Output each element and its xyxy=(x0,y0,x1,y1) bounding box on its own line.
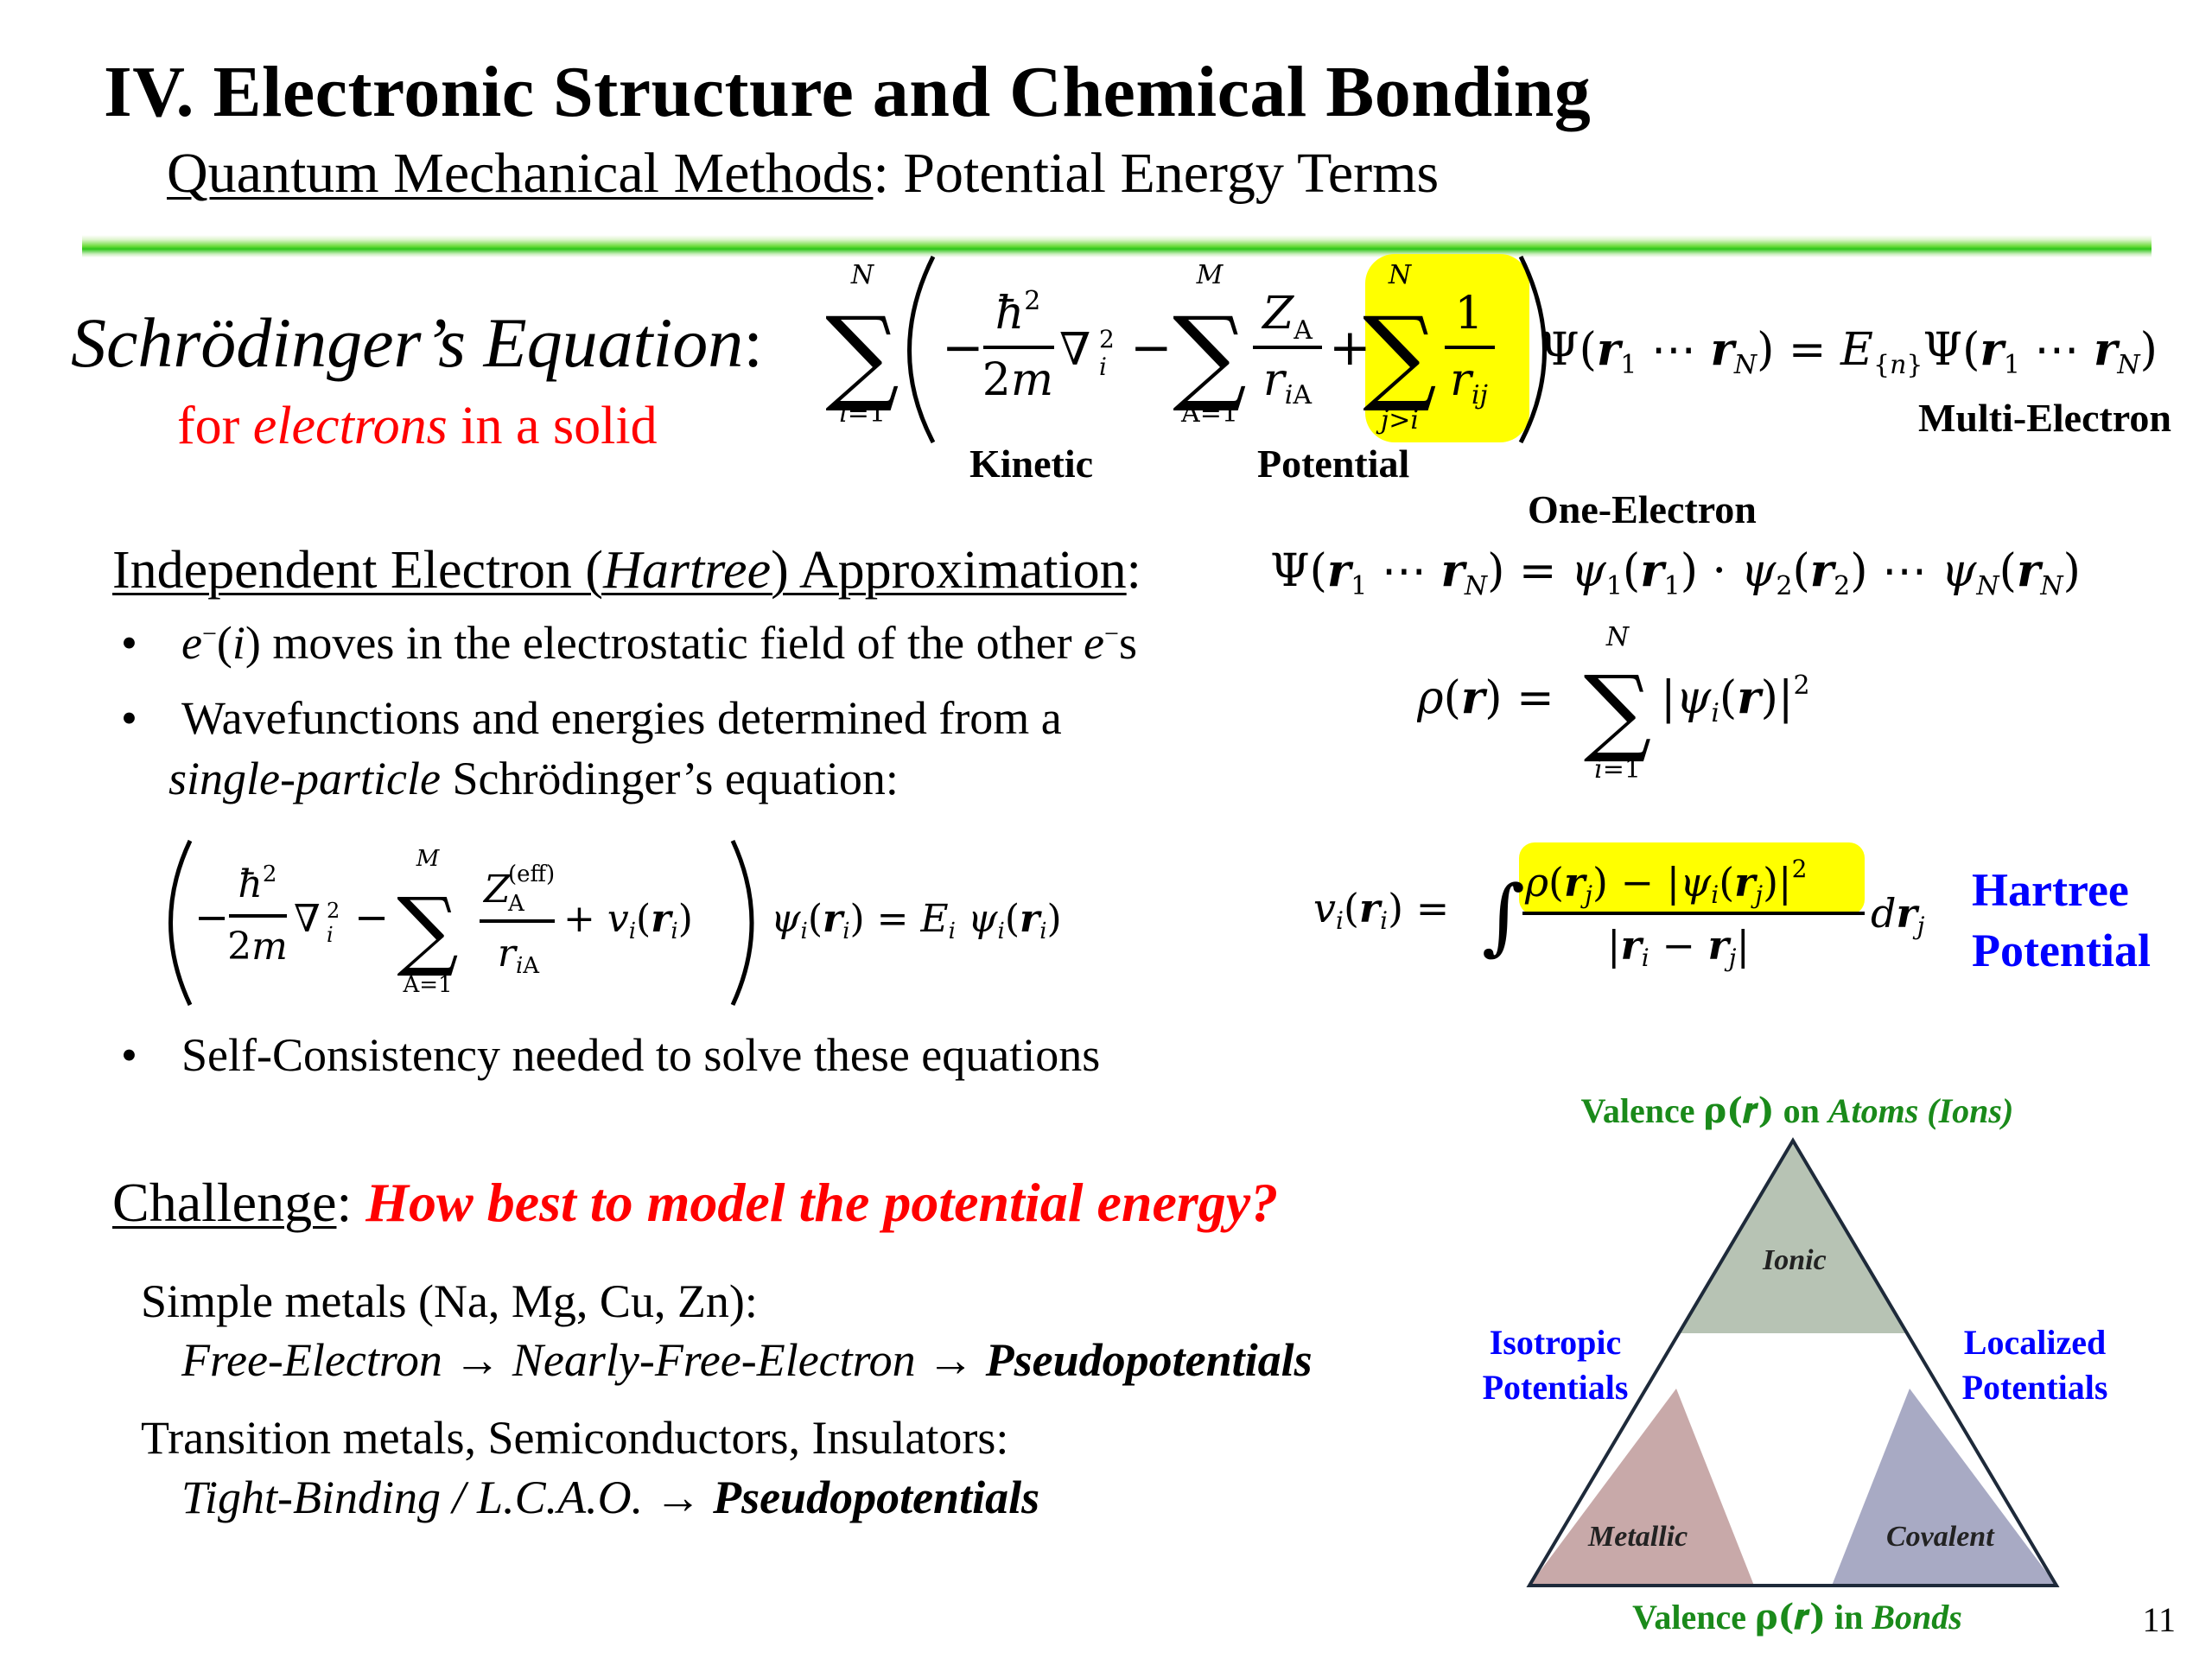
svg-text:drj: drj xyxy=(1871,890,1925,940)
triangle-outline xyxy=(1526,1137,2060,1587)
multi-electron-equation: N ∑ i=1 − ħ2 2m ∇ 2 i − M ∑ A=1 ZA riA +… xyxy=(825,254,2158,444)
svg-text:∑: ∑ xyxy=(1584,655,1652,766)
svg-text:−: − xyxy=(942,318,984,377)
svg-text:2m: 2m xyxy=(982,354,1053,406)
svg-text:riA: riA xyxy=(1263,354,1312,410)
metallic-region xyxy=(1529,1389,1754,1586)
svg-text:vi(ri) =: vi(ri) = xyxy=(1313,885,1449,935)
svg-text:−: − xyxy=(194,893,229,942)
multi-electron-caption: Multi-Electron xyxy=(1918,396,2171,440)
svg-text:∑: ∑ xyxy=(1363,296,1437,416)
covalent-region xyxy=(1832,1389,2056,1586)
svg-text:A=1: A=1 xyxy=(1180,398,1238,429)
bullet-self-consistency: •Self-Consistency needed to solve these … xyxy=(121,1029,1101,1081)
page-title: IV. Electronic Structure and Chemical Bo… xyxy=(104,52,1592,132)
svg-text:Z: Z xyxy=(482,868,512,912)
svg-text:∑: ∑ xyxy=(825,296,899,416)
transition-metals-heading: Transition metals, Semiconductors, Insul… xyxy=(141,1412,1009,1464)
valence-bonds-label: Valence ρ(𝒓) in Bonds xyxy=(1632,1597,1962,1637)
svg-text:j>i: j>i xyxy=(1376,405,1419,435)
transition-metals-chain: Tight-Binding / L.C.A.O. → Pseudopotenti… xyxy=(181,1471,1040,1523)
svg-text:M: M xyxy=(1196,260,1224,290)
bullet-wavefunctions-cont: single-particle Schrödinger’s equation: xyxy=(168,753,899,804)
svg-text:ρ(rj) − |ψi(rj)|2: ρ(rj) − |ψi(rj)|2 xyxy=(1524,855,1807,909)
svg-text:A=1: A=1 xyxy=(402,972,452,998)
svg-text:|ri − rj|: |ri − rj| xyxy=(1607,922,1750,972)
subtitle-underlined: Quantum Mechanical Methods xyxy=(167,142,874,205)
svg-text:|ψi(r)|2: |ψi(r)|2 xyxy=(1661,671,1810,728)
svg-text:i: i xyxy=(1099,353,1107,381)
page-number: 11 xyxy=(2142,1600,2176,1639)
valence-atoms-label: Valence ρ(𝒓) on Atoms (Ions) xyxy=(1580,1090,2014,1131)
bullet-electrostatic: •e−(i) moves in the electrostatic field … xyxy=(121,617,1137,669)
svg-text:ρ(r) =: ρ(r) = xyxy=(1417,671,1554,724)
svg-text:N: N xyxy=(1605,622,1630,652)
svg-text:A: A xyxy=(507,891,525,917)
svg-text:∑: ∑ xyxy=(397,879,458,980)
ionic-label: Ionic xyxy=(1763,1244,1827,1276)
title-divider xyxy=(82,235,2152,257)
schrodinger-sublabel: for electrons in a solid xyxy=(177,397,658,455)
svg-text:+ vi(ri): + vi(ri) xyxy=(563,897,693,944)
svg-text:(eff): (eff) xyxy=(508,861,555,887)
svg-text:Ψ(r1 ⋯ rN) = E{n}Ψ(r1 ⋯ rN): Ψ(r1 ⋯ rN) = E{n}Ψ(r1 ⋯ rN) xyxy=(1540,323,2158,380)
single-particle-equation: − ħ2 2m ∇ 2 i − M ∑ A=1 Z (eff) A riA + … xyxy=(168,839,1062,1007)
svg-text:M: M xyxy=(416,846,441,872)
bullet-wavefunctions: •Wavefunctions and energies determined f… xyxy=(121,692,1062,744)
svg-text:2: 2 xyxy=(327,899,340,923)
product-wavefunction-equation: Ψ(r1 ⋯ rN) = ψ1(r1) · ψ2(r2) ⋯ ψN(rN) xyxy=(1270,544,2081,601)
covalent-label: Covalent xyxy=(1886,1521,1994,1553)
svg-text:+: + xyxy=(1329,318,1371,377)
svg-text:−: − xyxy=(1130,318,1173,377)
svg-text:ħ2: ħ2 xyxy=(995,286,1041,340)
svg-text:i=1: i=1 xyxy=(839,398,886,429)
svg-text:∇: ∇ xyxy=(294,897,321,941)
hartree-potential-equation: vi(ri) = ∫ ρ(rj) − |ψi(rj)|2 |ri − rj| d… xyxy=(1313,842,1925,972)
svg-text:i=1: i=1 xyxy=(1594,754,1641,785)
svg-text:2m: 2m xyxy=(227,925,288,969)
hartree-heading: Independent Electron (Hartree) Approxima… xyxy=(112,541,1141,600)
svg-text:ψi(ri) = Ei ψi(ri): ψi(ri) = Ei ψi(ri) xyxy=(771,897,1062,944)
challenge-line: Challenge: How best to model the potenti… xyxy=(112,1172,1279,1233)
schrodinger-label: Schrödinger’s Equation: xyxy=(71,303,764,382)
svg-text:ħ2: ħ2 xyxy=(238,861,277,906)
svg-text:∑: ∑ xyxy=(1173,296,1247,416)
svg-text:∇: ∇ xyxy=(1059,324,1090,376)
metallic-label: Metallic xyxy=(1588,1521,1688,1553)
svg-text:ZA: ZA xyxy=(1261,288,1313,346)
svg-text:riA: riA xyxy=(498,931,540,979)
kinetic-caption: Kinetic xyxy=(969,442,1094,486)
svg-text:1: 1 xyxy=(1454,288,1483,340)
density-equation: ρ(r) = N ∑ i=1 |ψi(r)|2 xyxy=(1417,622,1810,785)
svg-text:−: − xyxy=(354,893,389,942)
svg-text:∫: ∫ xyxy=(1482,868,1525,964)
page-subtitle: Quantum Mechanical Methods: Potential En… xyxy=(167,141,1439,207)
subtitle-rest: : Potential Energy Terms xyxy=(873,142,1440,205)
svg-text:i: i xyxy=(327,923,334,947)
svg-text:2: 2 xyxy=(1099,325,1115,353)
svg-text:N: N xyxy=(850,260,875,290)
bonding-triangle-diagram xyxy=(1526,1137,2060,1587)
svg-text:N: N xyxy=(1388,260,1413,290)
one-electron-caption: One-Electron xyxy=(1528,487,1757,531)
simple-metals-heading: Simple metals (Na, Mg, Cu, Zn): xyxy=(141,1275,758,1327)
potential-caption: Potential xyxy=(1257,442,1410,486)
simple-metals-chain: Free-Electron → Nearly-Free-Electron → P… xyxy=(181,1334,1313,1386)
svg-text:Ψ(r1 ⋯ rN) = ψ1(r1) · ψ2(r2) ⋯: Ψ(r1 ⋯ rN) = ψ1(r1) · ψ2(r2) ⋯ ψN(rN) xyxy=(1270,544,2081,601)
ionic-region xyxy=(1676,1141,1910,1333)
